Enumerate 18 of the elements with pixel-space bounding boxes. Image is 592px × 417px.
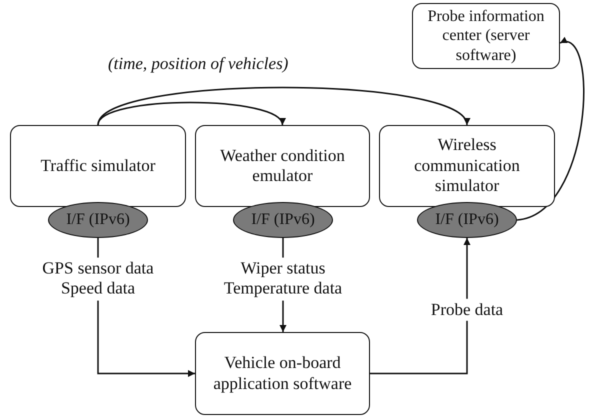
node-text: Probe information center (server software) — [426, 7, 546, 65]
node-text: I/F (IPv6) — [66, 210, 130, 230]
node-text: Traffic simulator — [40, 156, 156, 176]
node-text: Vehicle on-board application software — [212, 353, 353, 394]
node-text: Wireless communication simulator — [413, 135, 521, 197]
node-text: I/F (IPv6) — [251, 210, 315, 230]
process-box — [195, 125, 370, 207]
process-box — [412, 3, 560, 69]
node-text: Weather condition emulator — [219, 146, 346, 186]
connector-arrow — [516, 38, 584, 221]
process-box — [195, 332, 370, 415]
process-box — [10, 125, 186, 207]
connector-arrow — [370, 238, 470, 374]
node-text: I/F (IPv6) — [435, 210, 499, 230]
annotation-text: (time, position of vehicles) — [108, 54, 288, 74]
process-box — [379, 125, 555, 207]
connector-arrow — [97, 86, 468, 126]
connector-arrow — [97, 102, 284, 126]
